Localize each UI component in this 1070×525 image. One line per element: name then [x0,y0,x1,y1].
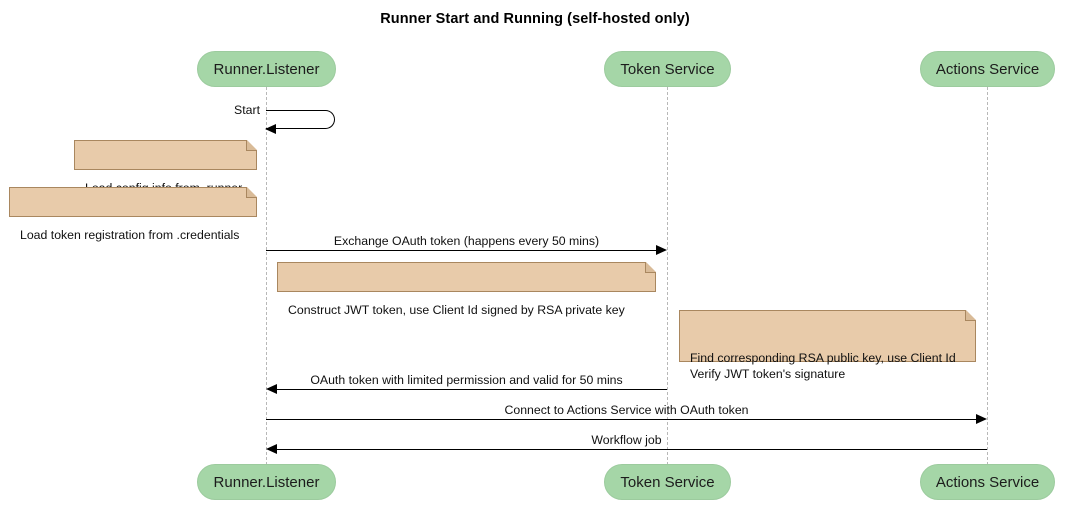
participant-runner-bottom[interactable]: Runner.Listener [197,464,336,500]
message-line-oauth-return [277,389,667,390]
note-load-token: Load token registration from .credential… [9,187,257,242]
lifeline-runner [266,87,267,465]
note-text: Load token registration from .credential… [20,228,240,242]
participant-token-bottom[interactable]: Token Service [604,464,731,500]
participant-label: Actions Service [935,60,1040,78]
note-load-config: Load config info from .runner [74,140,257,195]
note-construct-jwt: Construct JWT token, use Client Id signe… [277,262,656,317]
arrowhead-oauth-return [266,384,277,394]
note-verify-jwt: Find corresponding RSA public key, use C… [679,310,976,381]
message-line-workflow [277,449,987,450]
participant-label: Runner.Listener [213,60,320,78]
lifeline-token [667,87,668,465]
arrowhead-start [265,124,276,134]
participant-actions-top[interactable]: Actions Service [920,51,1055,87]
note-text: Construct JWT token, use Client Id signe… [288,303,625,317]
self-message-start [266,110,335,129]
note-fold-icon [965,310,976,321]
message-line-connect [266,419,976,420]
arrowhead-connect [976,414,987,424]
message-label-workflow: Workflow job [591,433,662,447]
message-label-start: Start [234,103,260,117]
participant-label: Actions Service [935,473,1040,491]
message-line-exchange [266,250,656,251]
participant-label: Token Service [620,473,715,491]
message-label-oauth-return: OAuth token with limited permission and … [310,373,623,387]
note-text: Find corresponding RSA public key, use C… [690,351,956,381]
lifeline-actions [987,87,988,465]
participant-actions-bottom[interactable]: Actions Service [920,464,1055,500]
participant-label: Token Service [620,60,715,78]
participant-runner-top[interactable]: Runner.Listener [197,51,336,87]
arrowhead-exchange [656,245,667,255]
note-fold-icon [645,262,656,273]
participant-label: Runner.Listener [213,473,320,491]
arrowhead-workflow [266,444,277,454]
message-label-exchange: Exchange OAuth token (happens every 50 m… [333,234,600,248]
note-fold-icon [246,140,257,151]
message-label-connect: Connect to Actions Service with OAuth to… [504,403,749,417]
participant-token-top[interactable]: Token Service [604,51,731,87]
note-fold-icon [246,187,257,198]
page-title: Runner Start and Running (self-hosted on… [380,11,690,27]
